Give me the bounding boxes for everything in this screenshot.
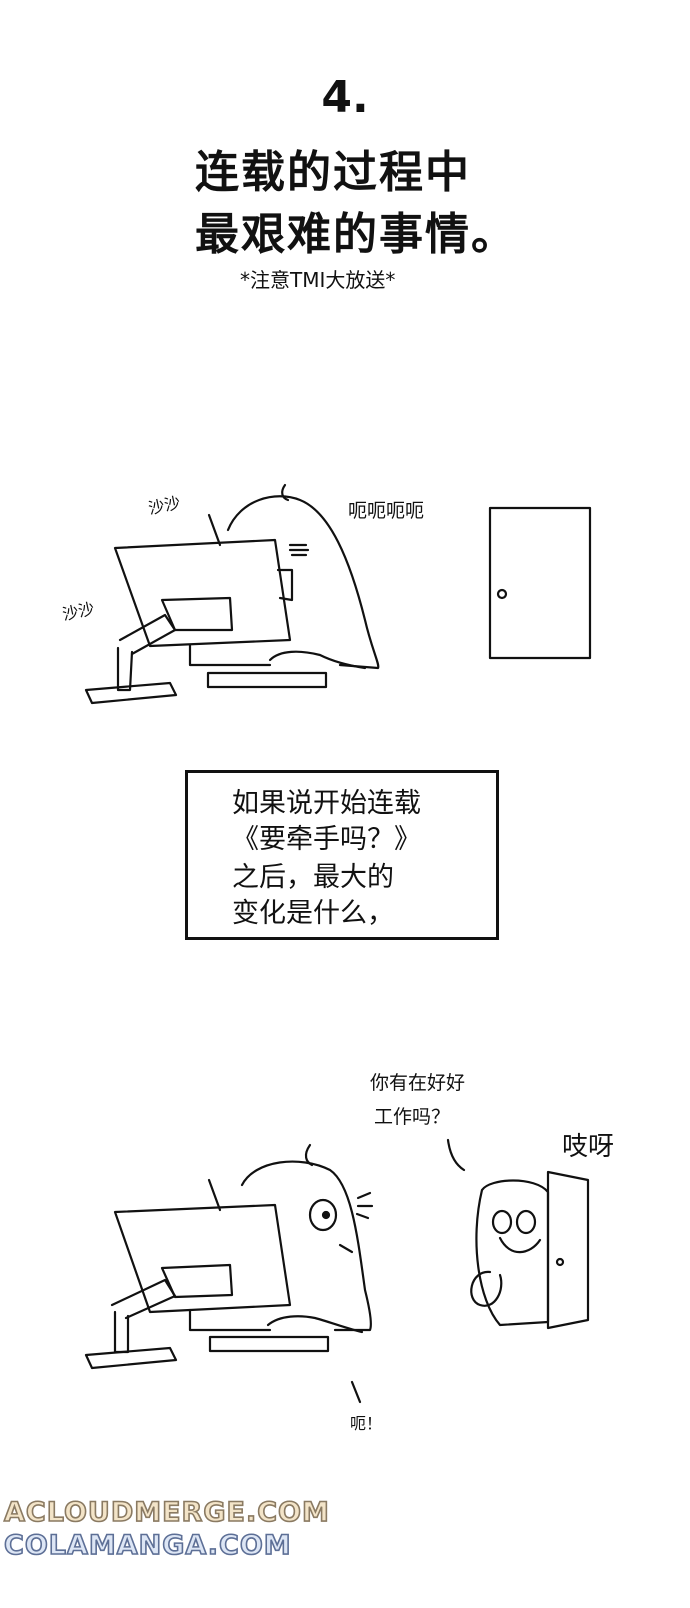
caption-line-4: 变化是什么， [232,898,394,929]
chapter-number: 4. [321,72,369,123]
monitor [113,1203,292,1314]
character-eye [308,1198,338,1232]
door-open [546,1170,590,1330]
sfx-mumble: 呃呃呃呃 [348,500,425,522]
monitor-arm [160,596,234,632]
chapter-subtitle: *注意TMI大放送* [240,268,396,292]
panel-1-illustration [84,483,592,705]
keyboard [206,671,328,689]
speech-line-2: 工作吗？ [374,1106,451,1128]
chapter-title-line-1: 连载的过程中 [195,147,471,198]
visitor-head [475,1179,550,1327]
monitor [113,538,292,648]
sfx-startle: 呃！ [350,1414,383,1433]
door-knob [496,588,508,600]
door [488,506,592,660]
chapter-title-line-2: 最艰难的事情。 [195,209,517,260]
caption-line-2: 《要牵手吗？》 [232,824,421,855]
keyboard [208,1335,330,1353]
watermark-colamanga: COLAMANGA.COM [3,1529,292,1562]
caption-line-3: 之后，最大的 [232,862,394,893]
character-body-startled [240,1160,372,1332]
watermark-acloudmerge: ACLOUDMERGE.COM [3,1496,330,1529]
character-body [226,495,380,670]
speech-line-1: 你有在好好 [370,1072,466,1094]
caption-box: 如果说开始连载 《要牵手吗？》 之后，最大的 变化是什么， [185,770,499,940]
caption-line-1: 如果说开始连载 [232,788,421,819]
sfx-door-creak: 吱呀 [562,1132,615,1162]
